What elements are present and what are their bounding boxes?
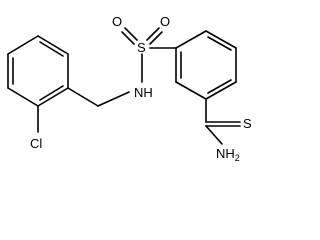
bond [7, 87, 39, 107]
bond [37, 87, 69, 107]
atom-oxygen-left: O [112, 14, 122, 29]
atom-sulfur: S [137, 40, 146, 55]
atom-chlorine: Cl [30, 136, 42, 151]
bond [37, 35, 69, 55]
aromatic-bond [39, 41, 64, 57]
bond-c-to-nh2 [205, 125, 223, 145]
atom-amine-nh: NH [134, 85, 153, 100]
bond [175, 30, 207, 49]
bond-s-o-right [149, 31, 163, 45]
aromatic-bond [207, 79, 232, 94]
bond-ring-to-ch2 [67, 87, 99, 107]
bond [205, 81, 237, 100]
aromatic-bond [39, 85, 64, 101]
bond [7, 35, 39, 55]
bond-s-o-right [146, 27, 160, 41]
benzene-ring [175, 30, 237, 100]
bond-s-o-left [124, 27, 138, 41]
atom-amide-nh2: NH2 [216, 146, 240, 163]
bond-s-o-left [121, 31, 135, 45]
bond [175, 81, 207, 100]
structure-canvas: S O O NH Cl S NH2 [7, 14, 252, 163]
atom-oxygen-right: O [160, 14, 170, 29]
amide-nh-text: NH [216, 146, 235, 161]
amide-subscript: 2 [235, 153, 240, 163]
bond-ch2-to-nh [97, 91, 130, 107]
chlorophenyl-ring [7, 35, 69, 107]
aromatic-bond [207, 36, 232, 51]
molecule-structure: S O O NH Cl S NH2 [7, 14, 252, 163]
atom-thione-sulfur: S [243, 116, 252, 131]
bond [205, 30, 237, 49]
